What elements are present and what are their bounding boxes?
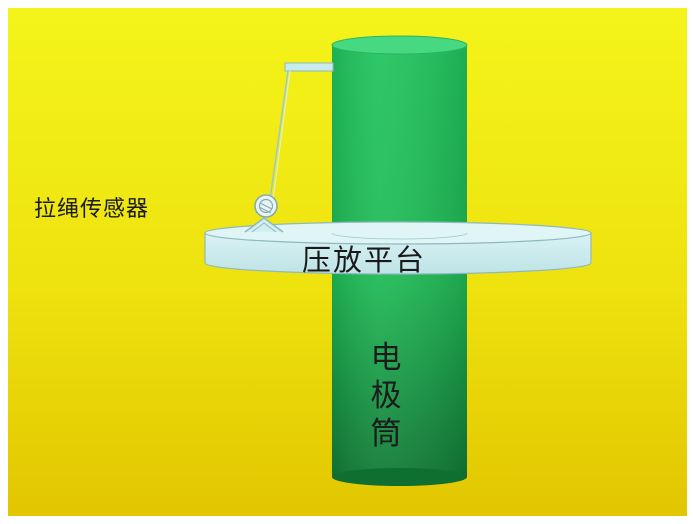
sensor-label: 拉绳传感器 — [34, 197, 150, 222]
pull-wire-sensor-icon — [254, 194, 278, 218]
electrode-top-cap — [331, 35, 468, 55]
press-platform — [204, 221, 592, 275]
platform-label: 压放平台 — [302, 243, 427, 277]
pull-rope — [269, 70, 289, 201]
pull-rope-inner — [272, 70, 291, 201]
rope-bracket — [284, 62, 334, 72]
electrode-label: 电极筒 — [370, 340, 402, 452]
electrode-bottom-cap — [332, 468, 467, 486]
sensor-mount — [244, 217, 284, 233]
